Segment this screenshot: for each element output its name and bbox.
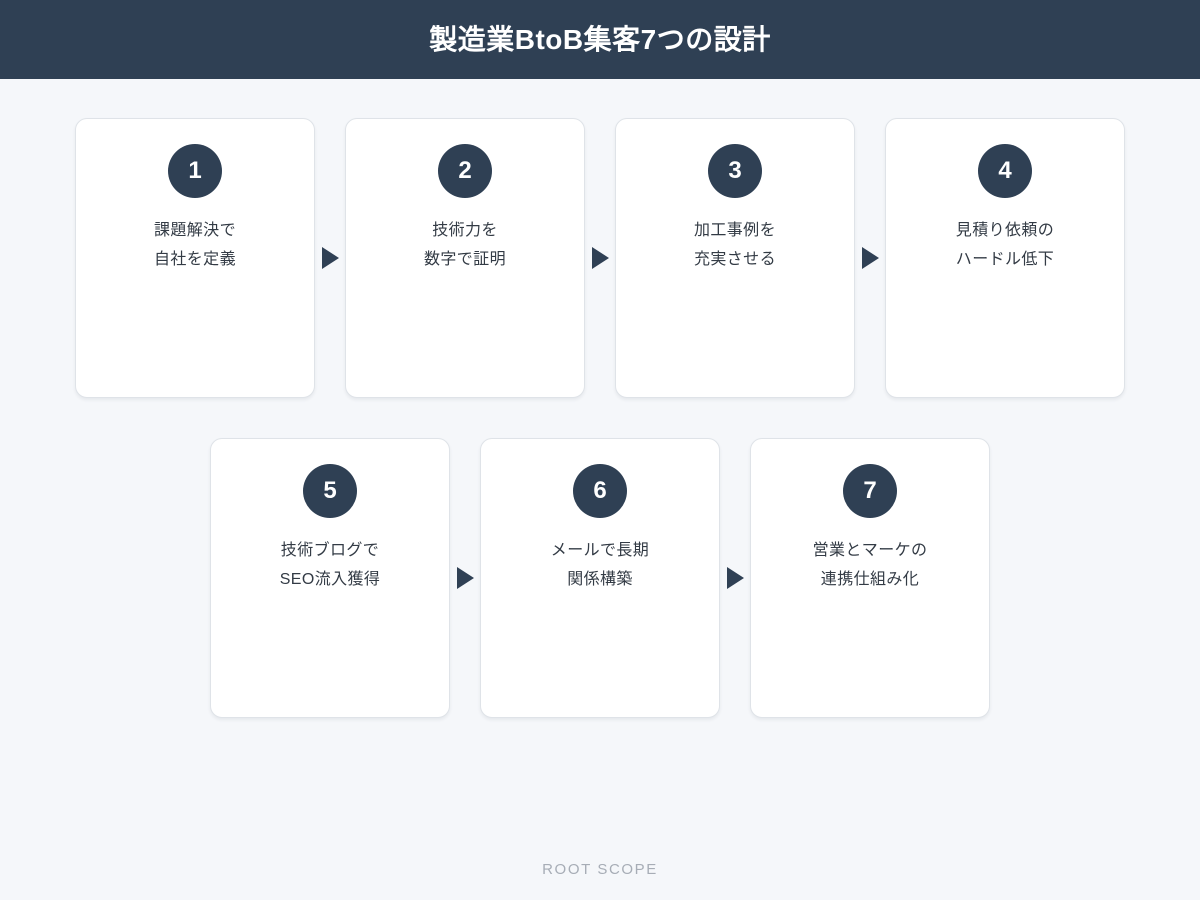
step-label-line2: 自社を定義 — [153, 251, 236, 268]
step-card-6[interactable]: 6 メールで長期 関係構築 — [480, 438, 720, 718]
step-label-line2: 充実させる — [693, 251, 776, 268]
step-label-line2: 関係構築 — [567, 571, 633, 588]
step-card-4[interactable]: 4 見積り依頼の ハードル低下 — [885, 118, 1125, 398]
step-label-line1: 技術ブログで — [280, 542, 380, 559]
step-label: 加工事例を 充実させる — [694, 216, 776, 274]
step-label-line1: メールで長期 — [550, 542, 650, 559]
step-label: 技術力を 数字で証明 — [424, 216, 506, 274]
step-number-badge: 4 — [978, 144, 1032, 198]
arrow-right-icon — [591, 247, 609, 269]
step-label-line2: ハードル低下 — [955, 251, 1055, 268]
arrow-right-icon — [861, 247, 879, 269]
arrow-right-icon — [321, 247, 339, 269]
connector-1-2 — [315, 118, 345, 398]
connector-3-4 — [855, 118, 885, 398]
step-label: 見積り依頼の ハードル低下 — [956, 216, 1054, 274]
step-label-line2: 連携仕組み化 — [820, 571, 920, 588]
step-label: 営業とマーケの 連携仕組み化 — [813, 536, 928, 594]
step-number-badge: 1 — [168, 144, 222, 198]
step-number-badge: 3 — [708, 144, 762, 198]
step-card-2[interactable]: 2 技術力を 数字で証明 — [345, 118, 585, 398]
step-label-line1: 技術力を — [432, 222, 498, 239]
connector-2-3 — [585, 118, 615, 398]
step-label-line2: 数字で証明 — [423, 251, 506, 268]
step-label-line1: 営業とマーケの — [812, 542, 928, 559]
step-card-3[interactable]: 3 加工事例を 充実させる — [615, 118, 855, 398]
arrow-right-icon — [726, 567, 744, 589]
step-card-7[interactable]: 7 営業とマーケの 連携仕組み化 — [750, 438, 990, 718]
step-number-badge: 5 — [303, 464, 357, 518]
header-bar: 製造業BtoB集客7つの設計 — [0, 0, 1200, 79]
step-label-line1: 加工事例を — [693, 222, 776, 239]
page-title: 製造業BtoB集客7つの設計 — [429, 23, 771, 55]
step-label: メールで長期 関係構築 — [551, 536, 649, 594]
connector-5-6 — [450, 438, 480, 718]
step-number-badge: 6 — [573, 464, 627, 518]
step-row-2: 5 技術ブログで SEO流入獲得 6 メールで長期 関係構築 7 営業とマーケの… — [210, 438, 990, 718]
connector-6-7 — [720, 438, 750, 718]
step-label: 技術ブログで SEO流入獲得 — [280, 536, 381, 594]
step-label-line1: 見積り依頼の — [955, 222, 1055, 239]
step-row-1: 1 課題解決で 自社を定義 2 技術力を 数字で証明 3 加工事例を 充実させる… — [75, 118, 1125, 398]
step-card-1[interactable]: 1 課題解決で 自社を定義 — [75, 118, 315, 398]
step-card-5[interactable]: 5 技術ブログで SEO流入獲得 — [210, 438, 450, 718]
step-label-line1: 課題解決で — [153, 222, 236, 239]
step-label: 課題解決で 自社を定義 — [154, 216, 236, 274]
footer-brand: ROOT SCOPE — [542, 861, 658, 878]
step-label-line2: SEO流入獲得 — [279, 571, 381, 588]
step-number-badge: 2 — [438, 144, 492, 198]
arrow-right-icon — [456, 567, 474, 589]
step-number-badge: 7 — [843, 464, 897, 518]
